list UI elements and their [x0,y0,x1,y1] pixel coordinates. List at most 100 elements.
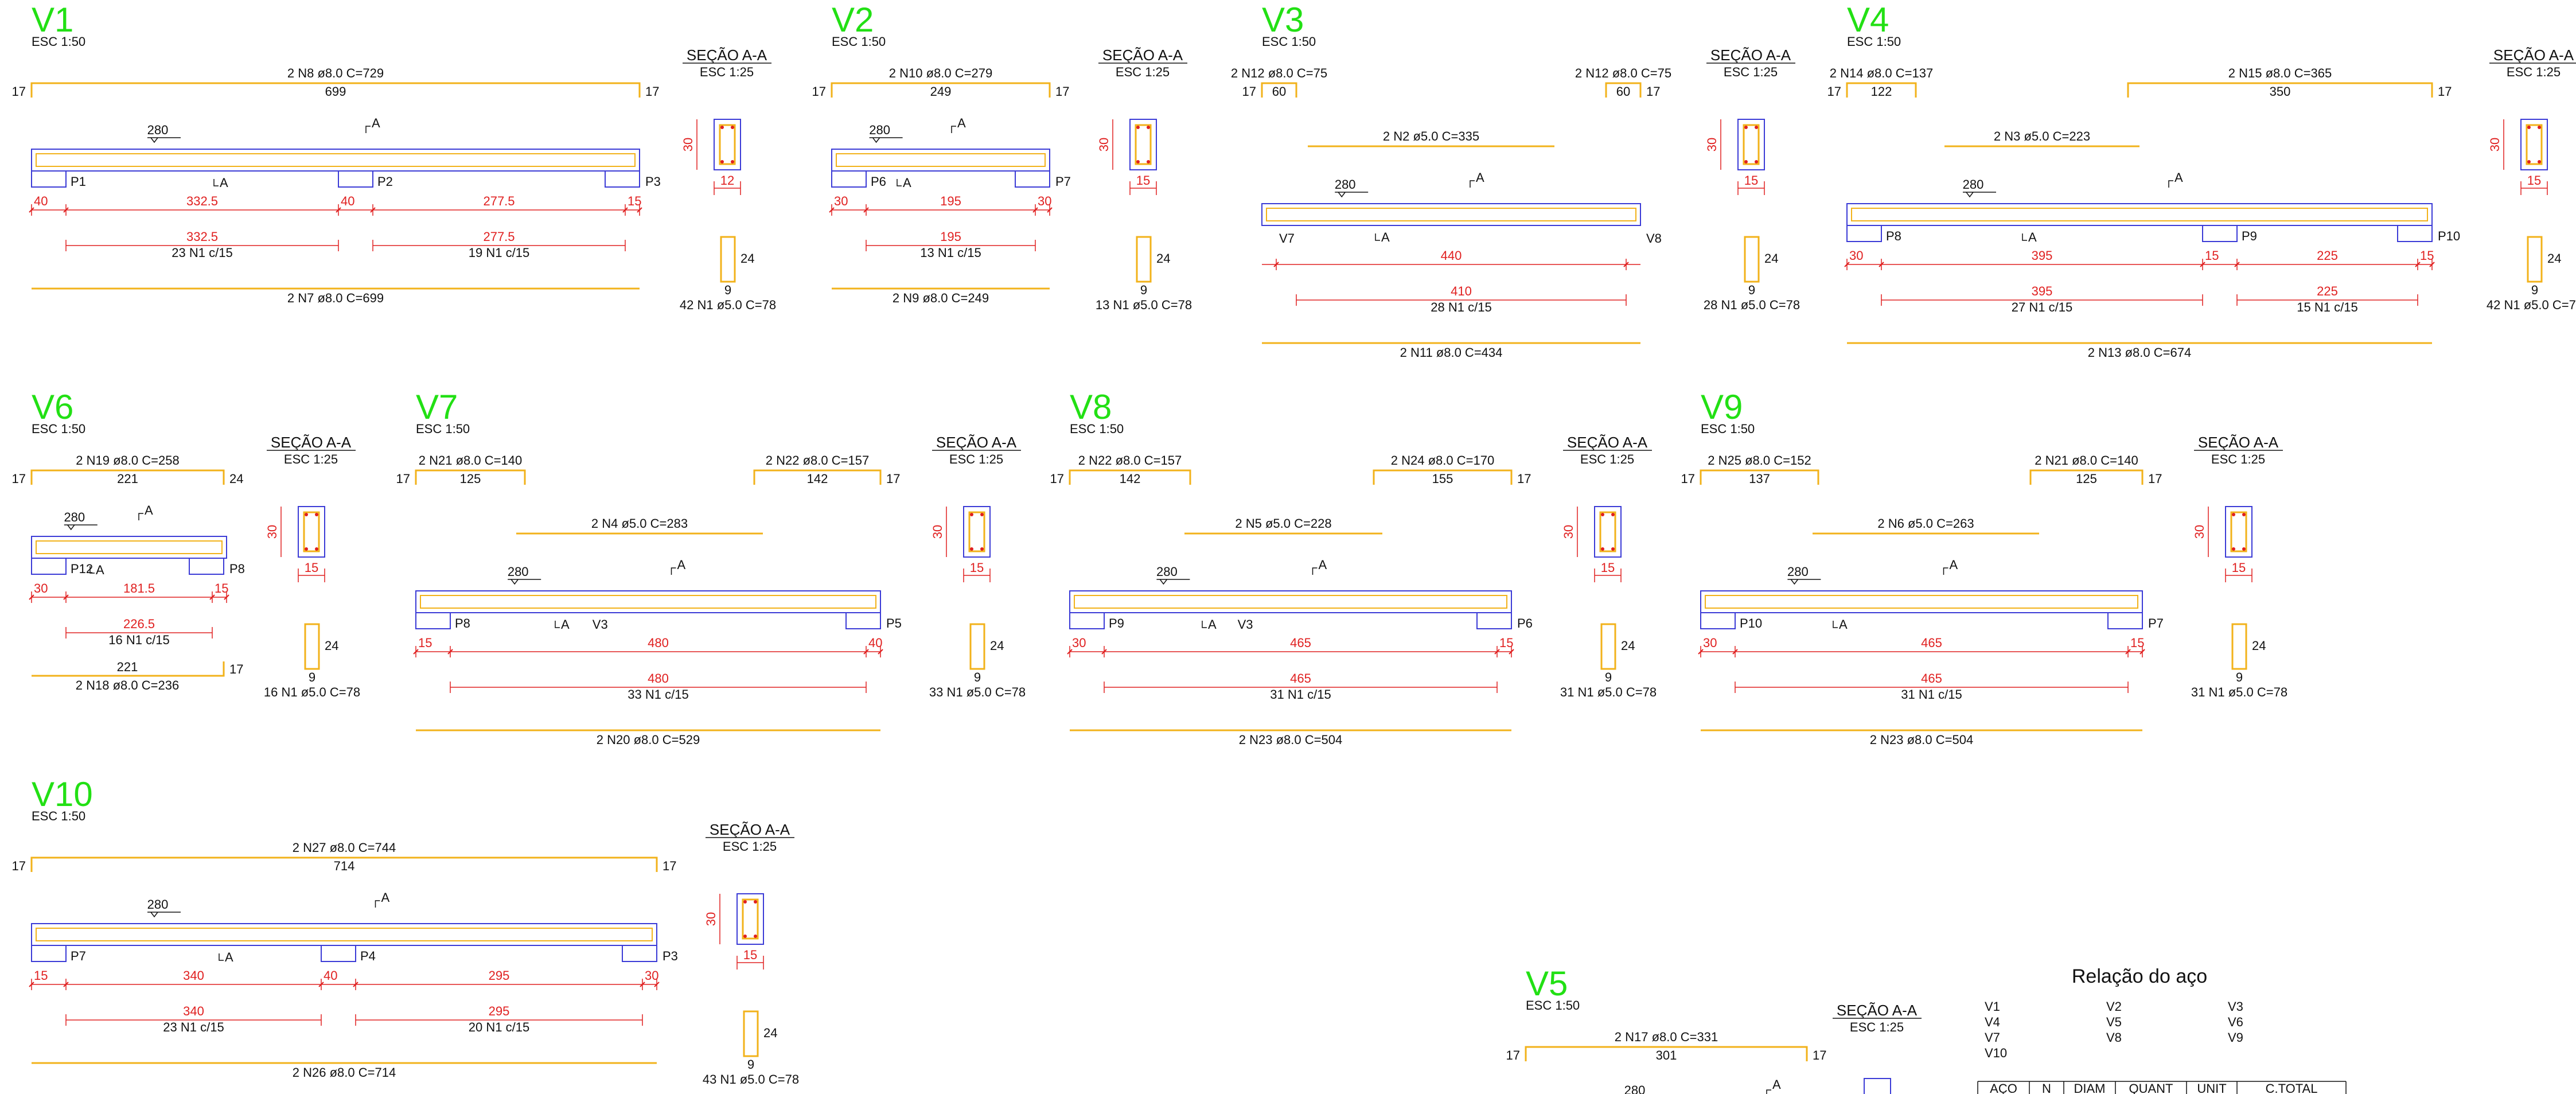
section-scale: ESC 1:25 [700,65,754,79]
section-title: SEÇÃO A-A [1102,46,1183,64]
section-scale: ESC 1:25 [2507,65,2561,79]
top-bar-label: 2 N12 ø8.0 C=75 [1231,66,1327,80]
stirrup-span-length: 465 [1290,671,1311,686]
stirrup-shape [1136,236,1152,283]
stirrup-height: 24 [741,251,754,266]
support-pier [1015,171,1050,188]
section-scale: ESC 1:25 [1850,1020,1904,1034]
section-outline [963,506,991,558]
section-title: SEÇÃO A-A [271,434,352,451]
top-bar [831,82,1051,98]
cut-mark: A [1950,558,1958,572]
cut-mark: A [145,503,153,517]
support-pier [845,613,881,629]
beam-title: V4 [1847,1,1889,39]
stirrup-width: 9 [974,670,981,684]
hook-length: 17 [1506,1048,1520,1062]
top-bar-length: 142 [807,472,828,486]
support-pier [2397,225,2433,242]
stirrup-height: 24 [1621,639,1635,653]
beam-scale: ESC 1:50 [32,34,85,49]
beam-outline [831,149,1050,172]
support-pier [321,945,356,962]
support-label: P4 [360,949,376,963]
steel-table-beam-ref: V1 [1985,999,2000,1014]
stirrup-height: 24 [2252,639,2266,653]
support-label: P6 [1517,616,1533,630]
section-height: 30 [704,912,718,926]
bottom-bar-label: 2 N13 ø8.0 C=674 [2088,345,2191,360]
section-bar [1147,160,1150,163]
section-stirrup [968,511,985,552]
support-label: P6 [871,174,886,189]
level-mark: 280 [869,123,890,137]
beam-scale: ESC 1:50 [1070,422,1124,436]
hook-length: 17 [645,84,659,99]
support-label: P7 [71,949,86,963]
cut-mark: A [1476,170,1484,185]
section-bar [315,547,318,551]
stirrup-span-label: 27 N1 c/15 [2012,300,2072,314]
top-bar-length: 249 [930,84,952,99]
section-height: 30 [1097,138,1111,151]
section-bar [305,547,308,551]
stirrup-width: 9 [1605,670,1612,684]
stirrup-span-label: 19 N1 c/15 [469,246,529,260]
stirrup-span-length: 395 [2032,284,2053,298]
hook-length: 17 [1681,472,1695,486]
hook-length: 17 [2438,84,2452,99]
stirrup-span-label: 23 N1 c/15 [163,1020,224,1034]
steel-table-beam-ref: V10 [1985,1046,2007,1060]
section-scale: ESC 1:25 [949,452,1003,466]
section-bar [754,900,757,904]
section-bar [2242,513,2246,516]
cut-mark-symbol [1375,233,1380,241]
bottom-bar-label: 2 N11 ø8.0 C=434 [1400,345,1503,360]
stirrup-label: 16 N1 ø5.0 C=78 [264,685,360,699]
section-width: 15 [1136,173,1150,188]
beam-outline [1846,203,2433,226]
section-stirrup [742,898,759,940]
dimension-value: 395 [2032,248,2053,263]
top-bar-length: 301 [1656,1048,1677,1062]
dimension-value: 465 [1921,636,1942,650]
section-scale: ESC 1:25 [723,839,777,854]
dimension-value: 15 [628,194,641,208]
cut-mark-symbol [138,513,143,520]
stirrup-span-length: 295 [489,1004,510,1018]
beam-scale: ESC 1:50 [32,422,85,436]
support-pier [622,945,657,962]
support-label: P2 [377,174,393,189]
support-pier [189,558,224,575]
hook-length: 17 [2148,472,2162,486]
bottom-bar-length: 221 [117,660,138,674]
section-bar [970,547,973,551]
hook-length: 24 [229,472,243,486]
section-outline [1129,119,1157,170]
top-bar-label: 2 N8 ø8.0 C=729 [287,66,384,80]
stirrup-span-label: 15 N1 c/15 [2297,300,2357,314]
hook-length: 17 [812,84,826,99]
cut-mark: A [381,890,390,905]
cut-mark: A [1319,558,1327,572]
support-label: P5 [886,616,902,630]
steel-table-beam-ref: V5 [2106,1015,2122,1029]
beam-reinforcement [1266,208,1636,221]
stirrup-height: 24 [1156,251,1170,266]
dimension-value: 30 [1849,248,1863,263]
dimension-value: 30 [1072,636,1086,650]
top-bar-length: 350 [2270,84,2291,99]
top-bar-label: 2 N19 ø8.0 C=258 [76,453,179,468]
stirrup-span-length: 480 [648,671,669,686]
hook-length: 17 [12,859,26,873]
cut-mark-symbol [1312,567,1318,575]
dimension-value: 15 [2205,248,2219,263]
cut-mark: A [957,116,966,130]
stirrup-span-label: 28 N1 c/15 [1431,300,1491,314]
beam-scale: ESC 1:50 [1847,34,1901,49]
hook-length: 17 [1050,472,1064,486]
section-width: 15 [305,560,318,575]
cut-mark: A [96,563,104,577]
